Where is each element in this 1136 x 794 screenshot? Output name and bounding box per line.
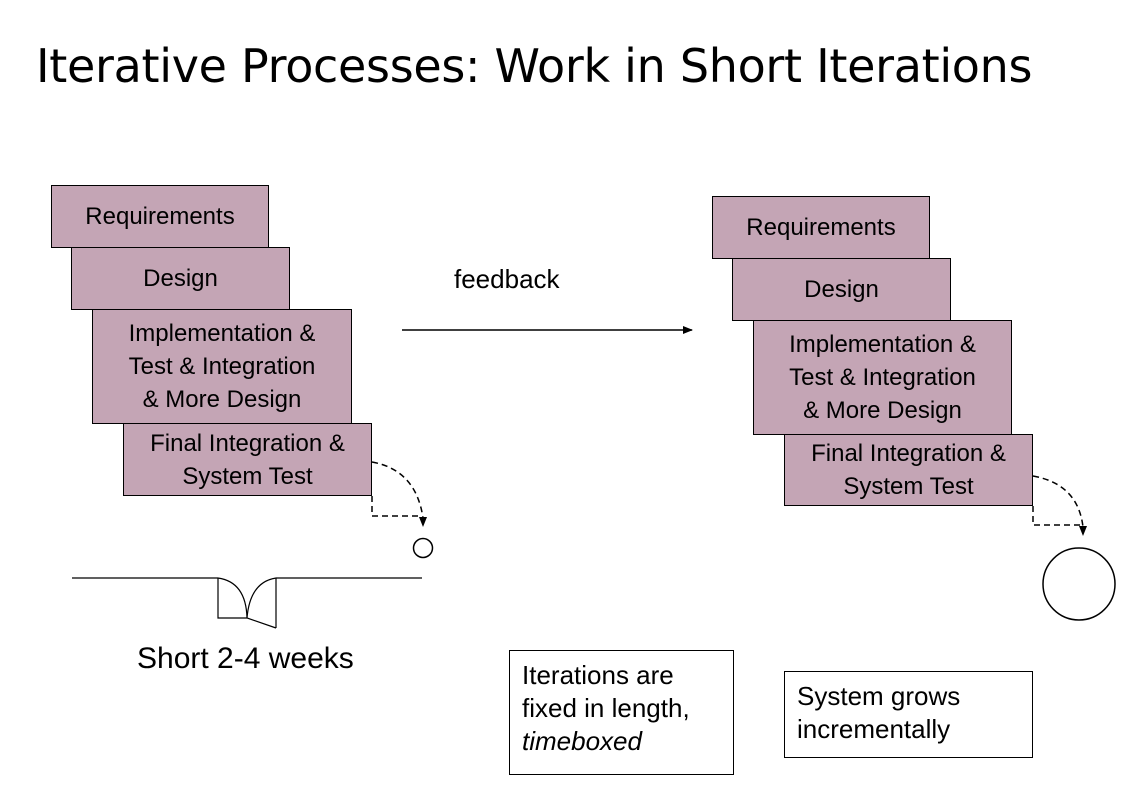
delivery-arrow-left <box>371 461 427 527</box>
duration-label: Short 2-4 weeks <box>137 642 354 675</box>
requirements-box: Requirements <box>712 196 930 259</box>
grows-note: System grows incrementally <box>784 671 1033 758</box>
timeboxed-note: Iterations are fixed in length, timeboxe… <box>509 650 734 775</box>
feedback-label: feedback <box>454 264 560 294</box>
timeboxed-note-line: fixed in length, <box>522 693 690 723</box>
implementation-box: Implementation & Test & Integration & Mo… <box>753 320 1012 435</box>
design-box: Design <box>732 258 951 321</box>
timebox-bracket <box>72 577 422 629</box>
final-integration-box: Final Integration & System Test <box>784 434 1033 506</box>
implementation-box: Implementation & Test & Integration & Mo… <box>92 309 352 424</box>
timeboxed-note-line: Iterations are <box>522 660 674 690</box>
design-box: Design <box>71 247 290 310</box>
timeboxed-note-emphasis: timeboxed <box>522 726 642 756</box>
large-system-circle <box>1042 547 1116 621</box>
delivery-arrow-right <box>1032 475 1087 536</box>
final-integration-box: Final Integration & System Test <box>123 423 372 496</box>
slide-title: Iterative Processes: Work in Short Itera… <box>36 39 1033 93</box>
small-system-circle <box>412 537 434 559</box>
requirements-box: Requirements <box>51 185 269 248</box>
